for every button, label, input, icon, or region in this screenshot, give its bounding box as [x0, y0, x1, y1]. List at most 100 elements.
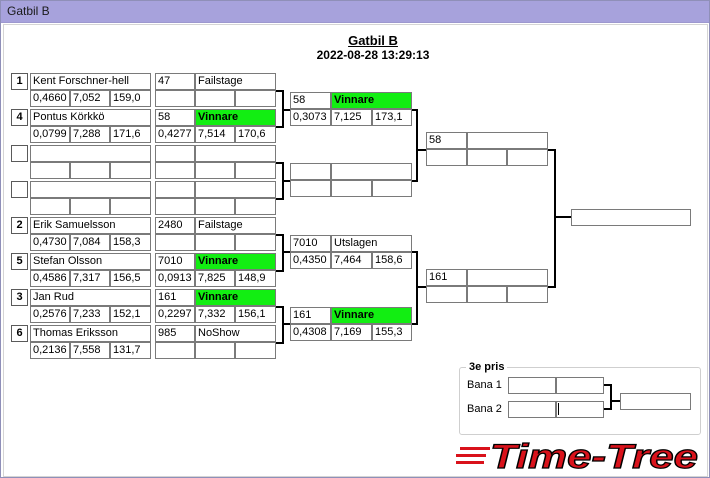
driver-name[interactable]: Jan Rud: [30, 289, 151, 306]
lane2-field-b[interactable]: [556, 401, 604, 418]
result-elapsed[interactable]: 7,332: [195, 306, 235, 323]
semifinal-id[interactable]: 58: [426, 132, 467, 149]
speed[interactable]: 171,6: [110, 126, 151, 143]
lane1-field-b[interactable]: [556, 377, 604, 394]
elapsed-time[interactable]: [70, 198, 110, 215]
semifinal-reaction[interactable]: [426, 149, 467, 166]
result-speed[interactable]: 156,1: [235, 306, 276, 323]
result-id[interactable]: 58: [155, 109, 195, 126]
reaction-time[interactable]: 0,0799: [30, 126, 70, 143]
result-id[interactable]: 47: [155, 73, 195, 90]
elapsed-time[interactable]: [70, 162, 110, 179]
semifinal-id[interactable]: 161: [426, 269, 467, 286]
elapsed-time[interactable]: 7,558: [70, 342, 110, 359]
speed[interactable]: 152,1: [110, 306, 151, 323]
round2-reaction[interactable]: 0,4308: [290, 324, 331, 341]
speed[interactable]: 159,0: [110, 90, 151, 107]
round2-speed[interactable]: 173,1: [372, 109, 412, 126]
result-reaction[interactable]: [155, 198, 195, 215]
result-speed[interactable]: 148,9: [235, 270, 276, 287]
result-elapsed[interactable]: [195, 198, 235, 215]
result-elapsed[interactable]: [195, 342, 235, 359]
result-id[interactable]: 7010: [155, 253, 195, 270]
speed[interactable]: 156,5: [110, 270, 151, 287]
round2-reaction[interactable]: [290, 180, 331, 197]
speed[interactable]: [110, 198, 151, 215]
reaction-time[interactable]: 0,2136: [30, 342, 70, 359]
round2-speed[interactable]: 158,6: [372, 252, 412, 269]
reaction-time[interactable]: 0,4586: [30, 270, 70, 287]
result-status[interactable]: Vinnare: [195, 109, 276, 126]
result-id[interactable]: 2480: [155, 217, 195, 234]
round2-id[interactable]: 7010: [290, 235, 331, 252]
round2-status[interactable]: Vinnare: [331, 92, 412, 109]
semifinal-reaction[interactable]: [426, 286, 467, 303]
elapsed-time[interactable]: 7,084: [70, 234, 110, 251]
result-status[interactable]: Failstage: [195, 217, 276, 234]
semifinal-speed[interactable]: [507, 286, 548, 303]
third-prize-result[interactable]: [620, 393, 691, 410]
semifinal-status[interactable]: [467, 132, 548, 149]
result-status[interactable]: NoShow: [195, 325, 276, 342]
round2-speed[interactable]: [372, 180, 412, 197]
round2-elapsed[interactable]: [331, 180, 372, 197]
semifinal-elapsed[interactable]: [467, 286, 507, 303]
result-speed[interactable]: [235, 162, 276, 179]
result-reaction[interactable]: 0,2297: [155, 306, 195, 323]
result-id[interactable]: [155, 145, 195, 162]
driver-name[interactable]: Kent Forschner-hell: [30, 73, 151, 90]
result-reaction[interactable]: [155, 90, 195, 107]
round2-elapsed[interactable]: 7,125: [331, 109, 372, 126]
result-elapsed[interactable]: 7,825: [195, 270, 235, 287]
result-status[interactable]: Vinnare: [195, 253, 276, 270]
result-speed[interactable]: 170,6: [235, 126, 276, 143]
reaction-time[interactable]: 0,2576: [30, 306, 70, 323]
result-reaction[interactable]: [155, 234, 195, 251]
driver-name[interactable]: Erik Samuelsson: [30, 217, 151, 234]
round2-status[interactable]: Utslagen: [331, 235, 412, 252]
round2-elapsed[interactable]: 7,169: [331, 324, 372, 341]
result-elapsed[interactable]: [195, 234, 235, 251]
result-speed[interactable]: [235, 90, 276, 107]
round2-status[interactable]: Vinnare: [331, 307, 412, 324]
driver-name[interactable]: [30, 181, 151, 198]
result-id[interactable]: 985: [155, 325, 195, 342]
round2-reaction[interactable]: 0,4350: [290, 252, 331, 269]
elapsed-time[interactable]: 7,288: [70, 126, 110, 143]
lane1-field-a[interactable]: [508, 377, 556, 394]
result-id[interactable]: 161: [155, 289, 195, 306]
result-speed[interactable]: [235, 234, 276, 251]
elapsed-time[interactable]: 7,052: [70, 90, 110, 107]
round2-id[interactable]: 58: [290, 92, 331, 109]
driver-name[interactable]: Pontus Körkkö: [30, 109, 151, 126]
round2-id[interactable]: [290, 163, 331, 180]
result-speed[interactable]: [235, 198, 276, 215]
result-id[interactable]: [155, 181, 195, 198]
result-reaction[interactable]: 0,4277: [155, 126, 195, 143]
result-status[interactable]: Failstage: [195, 73, 276, 90]
reaction-time[interactable]: 0,4660: [30, 90, 70, 107]
lane2-field-a[interactable]: [508, 401, 556, 418]
elapsed-time[interactable]: 7,233: [70, 306, 110, 323]
result-reaction[interactable]: 0,0913: [155, 270, 195, 287]
semifinal-status[interactable]: [467, 269, 548, 286]
round2-id[interactable]: 161: [290, 307, 331, 324]
result-status[interactable]: Vinnare: [195, 289, 276, 306]
result-reaction[interactable]: [155, 162, 195, 179]
result-elapsed[interactable]: 7,514: [195, 126, 235, 143]
elapsed-time[interactable]: 7,317: [70, 270, 110, 287]
result-status[interactable]: [195, 145, 276, 162]
result-status[interactable]: [195, 181, 276, 198]
reaction-time[interactable]: [30, 162, 70, 179]
speed[interactable]: 158,3: [110, 234, 151, 251]
result-elapsed[interactable]: [195, 162, 235, 179]
result-reaction[interactable]: [155, 342, 195, 359]
final-result[interactable]: [571, 209, 691, 226]
round2-reaction[interactable]: 0,3073: [290, 109, 331, 126]
driver-name[interactable]: Stefan Olsson: [30, 253, 151, 270]
driver-name[interactable]: Thomas Eriksson: [30, 325, 151, 342]
reaction-time[interactable]: [30, 198, 70, 215]
round2-speed[interactable]: 155,3: [372, 324, 412, 341]
result-elapsed[interactable]: [195, 90, 235, 107]
semifinal-speed[interactable]: [507, 149, 548, 166]
